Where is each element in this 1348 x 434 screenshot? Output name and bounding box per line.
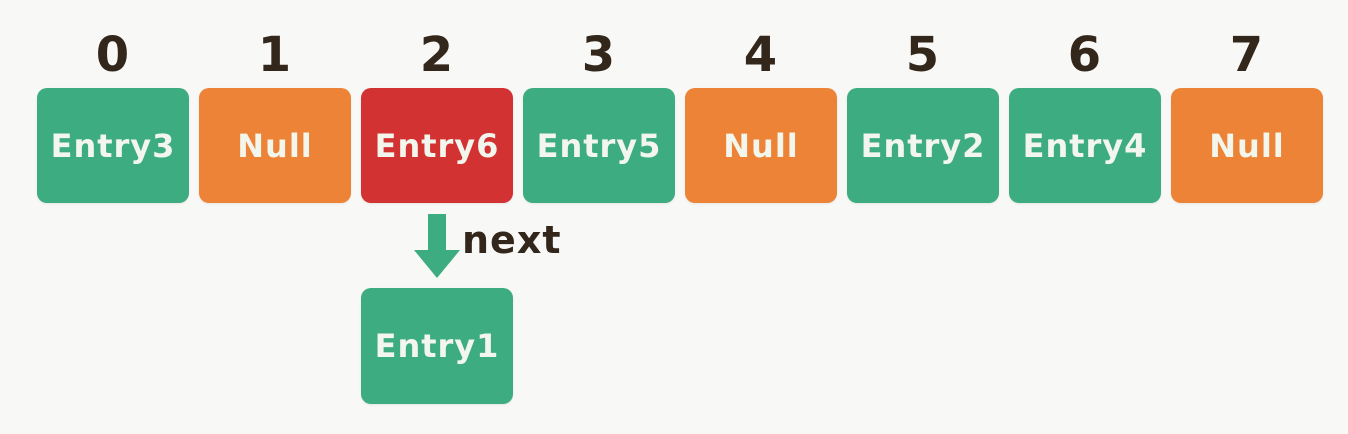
arrow-shape — [414, 214, 460, 278]
array-cell: 0 Entry3 — [37, 22, 189, 203]
next-pointer-label: next — [462, 218, 562, 262]
slot-label: Entry4 — [1022, 126, 1148, 165]
array-cell: 4 Null — [685, 22, 837, 203]
array-slot: Null — [685, 88, 837, 203]
array-slot: Entry3 — [37, 88, 189, 203]
index-label: 0 — [95, 27, 131, 83]
array-slot: Entry6 — [361, 88, 513, 203]
slot-label: Null — [237, 126, 313, 165]
index-label: 6 — [1067, 27, 1103, 83]
array-slot: Null — [199, 88, 351, 203]
array-cell: 5 Entry2 — [847, 22, 999, 203]
slot-label: Entry6 — [374, 126, 500, 165]
index-label: 2 — [419, 27, 455, 83]
index-label: 1 — [257, 27, 293, 83]
next-arrow-icon — [414, 214, 460, 278]
slot-label: Entry1 — [374, 327, 500, 365]
index-label: 4 — [743, 27, 779, 83]
array-cell: 6 Entry4 — [1009, 22, 1161, 203]
array-cell: 3 Entry5 — [523, 22, 675, 203]
array-slot: Entry5 — [523, 88, 675, 203]
array-cell: 2 Entry6 — [361, 22, 513, 203]
array-cell: 7 Null — [1171, 22, 1323, 203]
array-slot: Entry4 — [1009, 88, 1161, 203]
index-label: 3 — [581, 27, 617, 83]
index-label: 5 — [905, 27, 941, 83]
array-cell: 1 Null — [199, 22, 351, 203]
linked-entry-cell: Entry1 — [361, 288, 513, 404]
slot-label: Entry5 — [536, 126, 662, 165]
array-row: 0 Entry3 1 Null 2 Entry6 3 Entry5 4 — [37, 22, 1323, 203]
array-slot: Null — [1171, 88, 1323, 203]
array-slot: Entry2 — [847, 88, 999, 203]
slot-label: Null — [1209, 126, 1285, 165]
slot-label: Entry3 — [50, 126, 176, 165]
index-label: 7 — [1229, 27, 1265, 83]
slot-label: Entry2 — [860, 126, 986, 165]
slot-label: Null — [723, 126, 799, 165]
linked-entry-box: Entry1 — [361, 288, 513, 404]
